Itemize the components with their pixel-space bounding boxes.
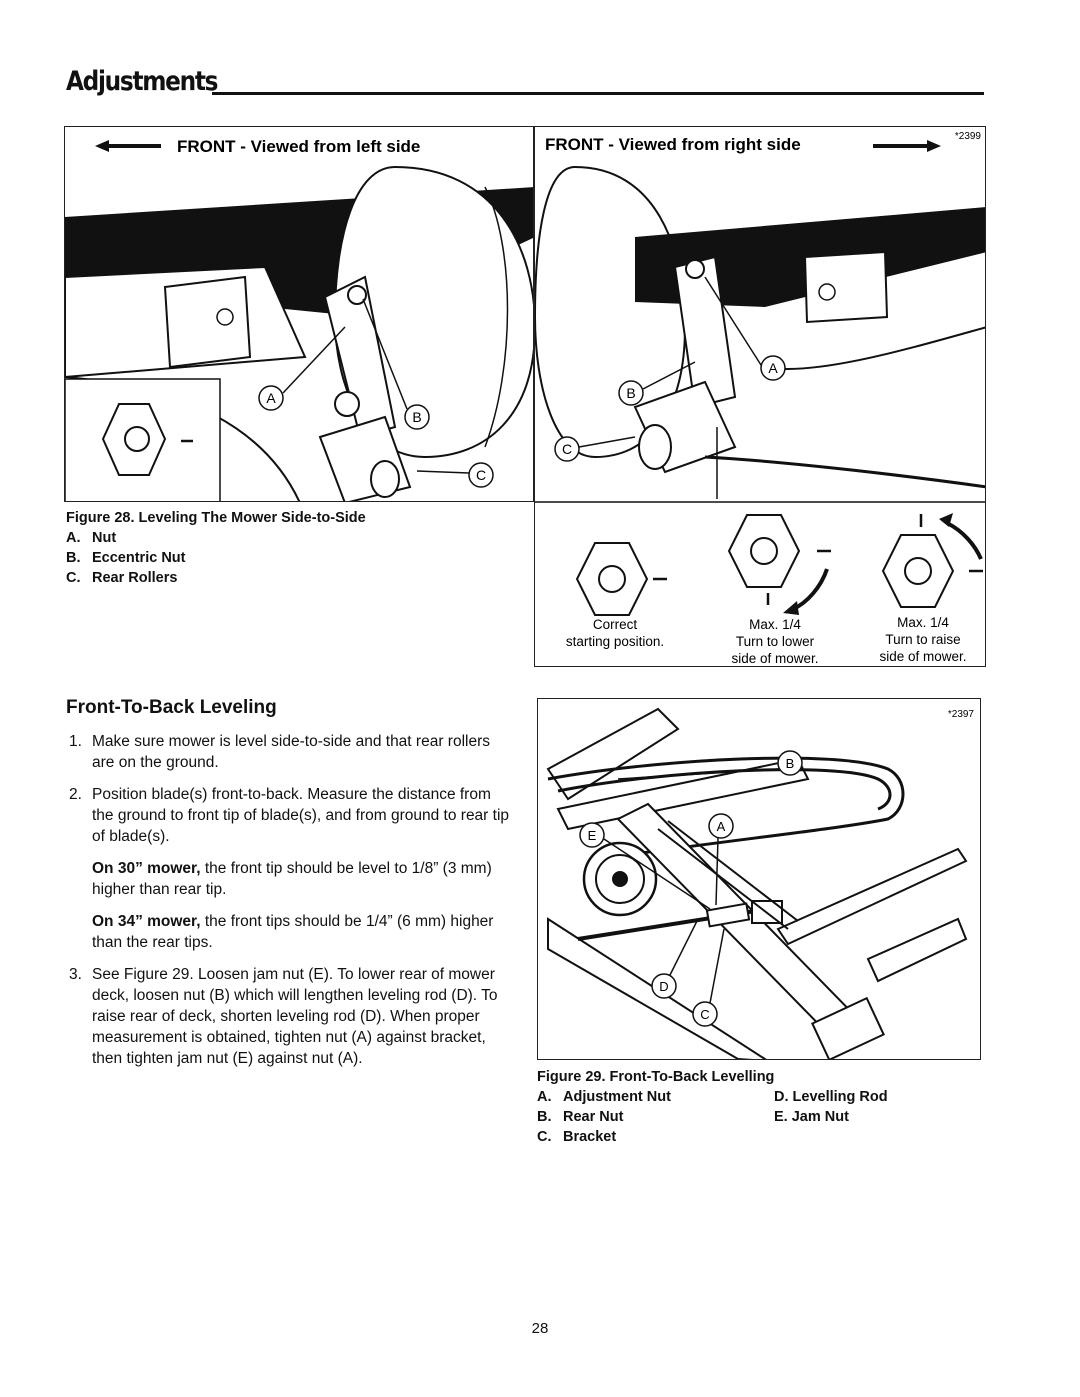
step-1: 1.Make sure mower is level side-to-side …: [69, 733, 490, 771]
caption-item-c: C.Bracket: [537, 1129, 617, 1145]
callout-e-label: E: [588, 828, 597, 843]
figure29-caption: Figure 29. Front-To-Back Levelling A.Adj…: [537, 1067, 977, 1147]
note-34-mower: On 34” mower, the front tips should be 1…: [92, 913, 494, 951]
figure29-panel: *2397 B A E D C: [537, 698, 981, 1060]
callout-c-circle: [554, 436, 580, 462]
correct-label-2: starting position.: [566, 634, 664, 649]
callout-c-label: C: [562, 441, 572, 457]
callout-a-label: A: [768, 360, 778, 376]
callout-b-label: B: [412, 409, 421, 425]
figure28-caption-title: Figure 28. Leveling The Mower Side-to-Si…: [66, 510, 366, 526]
figure28-caption: Figure 28. Leveling The Mower Side-to-Si…: [66, 508, 506, 588]
figure28-right-panel: FRONT - Viewed from right side *2399 A B…: [534, 126, 986, 667]
rotate-down-arrow-icon: [792, 568, 829, 611]
callout-a-circle: [258, 385, 284, 411]
caption-item: C.Rear Rollers: [66, 570, 178, 586]
title-rule: [212, 92, 984, 95]
callout-b-label: B: [786, 756, 795, 771]
callout-a-label: A: [717, 819, 726, 834]
instruction-list: 1.Make sure mower is level side-to-side …: [66, 731, 516, 1080]
section-heading: Front-To-Back Leveling: [66, 697, 277, 718]
figure28-left-illustration: FRONT - Viewed from left side A B C: [65, 137, 533, 501]
callout-c-circle: [468, 462, 494, 488]
callout-e-circle: [579, 822, 605, 848]
figure28-right-illustration: FRONT - Viewed from right side *2399 A B…: [535, 131, 985, 666]
caption-item: A.Nut: [66, 530, 117, 546]
callout-b-circle: [618, 380, 644, 406]
callout-c-label: C: [476, 467, 486, 483]
figure28-left-panel: FRONT - Viewed from left side A B C: [64, 126, 534, 502]
step-2: 2.Position blade(s) front-to-back. Measu…: [69, 786, 510, 845]
caption-item-a: A.Adjustment Nut: [537, 1089, 671, 1105]
caption-row: B.Rear Nut E. Jam Nut: [537, 1107, 977, 1127]
lower-label-2: Turn to lower: [736, 634, 815, 649]
caption-item-e: E. Jam Nut: [774, 1109, 849, 1125]
caption-row: C.Bracket: [537, 1127, 977, 1147]
lower-label-3: side of mower.: [731, 651, 818, 666]
page-title: Adjustments: [66, 66, 219, 97]
caption-item: B.Eccentric Nut: [66, 550, 186, 566]
callout-b-circle: [404, 404, 430, 430]
callout-b-circle: [777, 750, 803, 776]
right-view-label: FRONT - Viewed from right side: [545, 135, 801, 154]
caption-row: A.Adjustment Nut D. Levelling Rod: [537, 1087, 977, 1107]
callout-a-label: A: [266, 390, 276, 406]
figure29-caption-title: Figure 29. Front-To-Back Levelling: [537, 1069, 775, 1085]
figure28-code: *2399: [955, 131, 982, 142]
caption-item-d: D. Levelling Rod: [774, 1089, 888, 1105]
callout-b-label: B: [626, 385, 635, 401]
page-number: 28: [531, 1320, 549, 1337]
step-3: 3.See Figure 29. Loosen jam nut (E). To …: [69, 966, 498, 1067]
callout-d-circle: [651, 973, 677, 999]
caption-item-b: B.Rear Nut: [537, 1109, 624, 1125]
note-30-mower: On 30” mower, the front tip should be le…: [92, 860, 492, 898]
callout-a-circle: [708, 813, 734, 839]
callout-a-circle: [760, 355, 786, 381]
correct-label-1: Correct: [593, 617, 638, 632]
callout-d-label: D: [659, 979, 668, 994]
raise-label-3: side of mower.: [879, 649, 966, 664]
front-arrow-right-icon: [873, 140, 941, 152]
raise-label-1: Max. 1/4: [897, 615, 949, 630]
callout-c-circle: [692, 1001, 718, 1027]
callout-c-label: C: [700, 1007, 709, 1022]
raise-label-2: Turn to raise: [885, 632, 960, 647]
rotate-up-arrow-icon: [946, 521, 983, 560]
left-view-label: FRONT - Viewed from left side: [177, 137, 420, 156]
front-arrow-left-icon: [95, 140, 161, 152]
figure29-code: *2397: [948, 709, 975, 720]
lower-label-1: Max. 1/4: [749, 617, 801, 632]
figure29-illustration: *2397 B A E D C: [546, 707, 975, 1059]
